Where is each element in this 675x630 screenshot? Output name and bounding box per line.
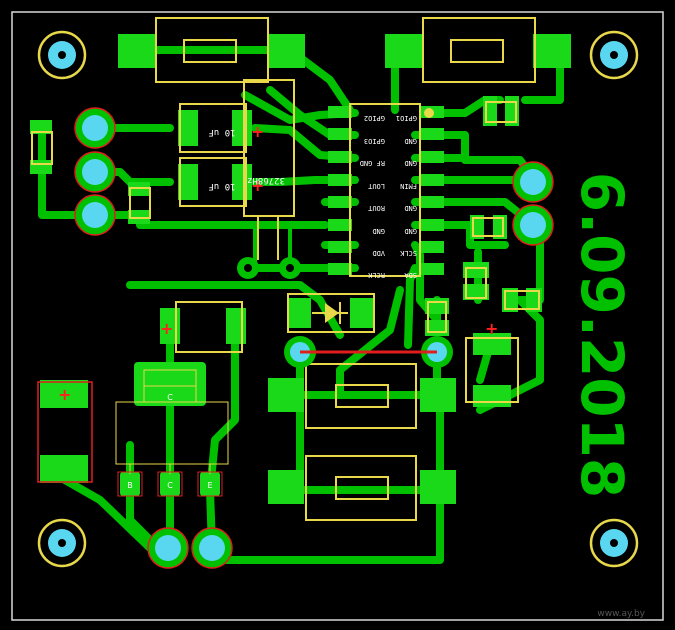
ic-right-pin-label: SCLK [399,249,417,257]
regulator-label: C [167,393,173,402]
polarity-plus: + [251,176,264,195]
pin-c-outline [157,471,183,497]
ic-right-pin-label: GND [404,227,417,235]
ic-right-pin-label: SDA [404,271,417,279]
pin-c-label: C [167,481,173,490]
mounting-holes [37,30,639,568]
ic-left-pin-label: GND [372,227,385,235]
pin-b-label: B [127,481,133,490]
cap-lower-label: 10 uF [208,181,235,191]
ic-left-pin-labels: GPIO2 GPIO3 RF GND LOUT ROUT GND VDD RCL… [360,114,385,279]
polarity-marks: + + + + + [58,122,498,404]
silkscreen-outlines [31,17,540,521]
ic-right-pin-label: GND [404,204,417,212]
watermark: www.ay.by [597,609,645,619]
polarity-plus: + [251,122,264,141]
regulator-outline [115,369,229,474]
crystal-label: 32768Hz [247,175,285,185]
ic-left-pin-label: RCLK [367,271,385,279]
polarity-plus: + [160,319,173,338]
ic-left-pin-label: GPIO3 [364,137,385,145]
ic-left-pin-label: RF GND [360,159,385,167]
ic-left-pin-label: VDD [372,249,385,257]
through-hole-pads [74,107,554,569]
board-outline [11,11,664,621]
ic-right-pin-label: GND [404,137,417,145]
pin-e-label: E [207,481,212,490]
ic-right-pin-label: GPIO1 [396,114,417,122]
pin-e-outline [197,471,223,497]
pin-b-outline [117,471,143,497]
polarity-plus: + [58,385,71,404]
polarity-plus: + [485,319,498,338]
ic-left-pin-label: GPIO2 [364,114,385,122]
ic-left-pin-label: LOUT [367,182,385,190]
ic-right-pin-labels: GPIO1 GND GND FMIN GND GND SCLK SDA [396,114,417,279]
ic-right-pin-label: FMIN [400,182,417,190]
diode-symbol [312,302,348,324]
cap-upper-label: 10 uF [208,127,235,137]
left-electrolytic-outline [37,381,93,483]
date-label: 6.09.2018 [568,172,636,499]
ic-right-pin-label: GND [404,159,417,167]
ic-left-pin-label: ROUT [367,204,385,212]
ic-pin1-marker [424,108,434,118]
